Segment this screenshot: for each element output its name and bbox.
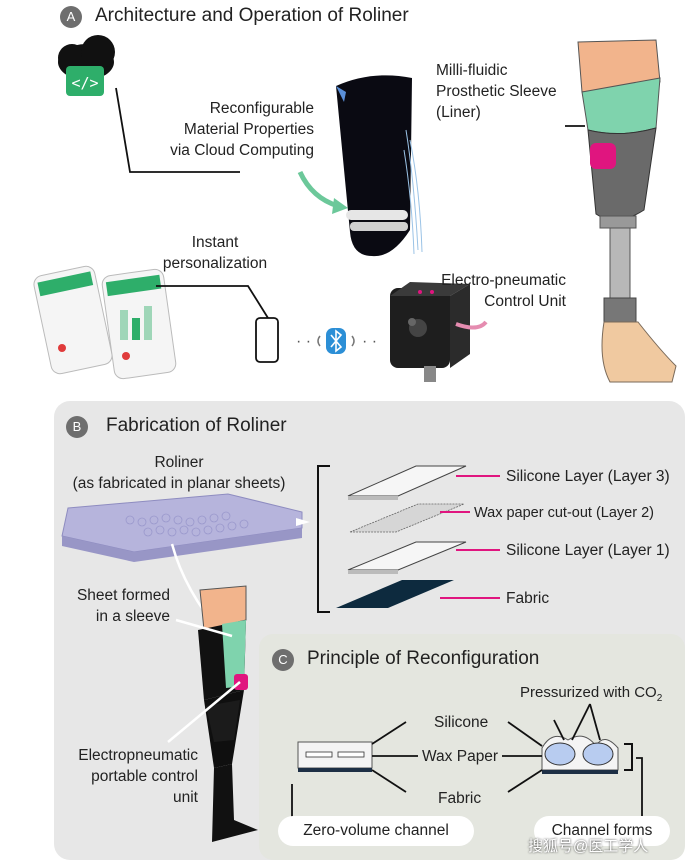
channel-formed xyxy=(541,735,619,774)
fabric-label: Fabric xyxy=(438,790,482,807)
pressurized-subscript: 2 xyxy=(656,693,663,704)
zero-volume-pill: Zero-volume channel xyxy=(278,816,474,846)
panel-a-title: Architecture and Operation of Roliner xyxy=(95,5,409,26)
panel-b-badge: B xyxy=(66,416,88,438)
layer-1-label: Silicone Layer (Layer 1) xyxy=(506,542,670,559)
cloud-code-icon: </> xyxy=(58,35,115,96)
planar-sheet xyxy=(61,493,303,562)
svg-text:</>: </> xyxy=(71,74,98,92)
zero-volume-channel xyxy=(297,741,373,772)
pressurized-label: Pressurized with CO2 xyxy=(520,682,662,709)
control-unit-label: Electro-pneumatic Control Unit xyxy=(441,272,566,310)
smartphone-icon xyxy=(255,317,279,363)
watermark: 搜狐号@医工学人 xyxy=(528,838,649,855)
prosthetic-leg xyxy=(577,39,677,383)
silicone-label: Silicone xyxy=(434,714,489,731)
fabric-layer-label: Fabric xyxy=(506,590,550,607)
pressurized-text: Pressurized with CO xyxy=(520,684,657,701)
portable-unit-label: Electropneumatic portable control unit xyxy=(78,747,198,806)
svg-text:· ·: · · xyxy=(296,333,311,350)
layer-leaders xyxy=(440,475,500,599)
layer-stack xyxy=(336,465,467,608)
svg-text:· ·: · · xyxy=(362,333,377,350)
liner-sleeve xyxy=(336,75,423,257)
panel-b-title: Fabrication of Roliner xyxy=(106,415,287,436)
panel-a-badge: A xyxy=(60,6,82,28)
sheet-label: Roliner (as fabricated in planar sheets) xyxy=(72,454,286,492)
cloud-label: Reconfigurable Material Properties via C… xyxy=(170,100,314,159)
sleeve-label: Sheet formed in a sleeve xyxy=(76,587,170,625)
wax-paper-label: Wax Paper xyxy=(422,748,499,765)
panel-c-title: Principle of Reconfiguration xyxy=(307,648,540,669)
channel-forms-pill: Channel forms xyxy=(534,816,670,846)
liner-label: Milli-fluidic Prosthetic Sleeve (Liner) xyxy=(436,62,557,121)
layer-3-label: Silicone Layer (Layer 3) xyxy=(506,468,670,485)
panel-c-badge: C xyxy=(272,649,294,671)
app-phones xyxy=(33,265,177,380)
layer-2-label: Wax paper cut-out (Layer 2) xyxy=(474,505,654,521)
control-unit xyxy=(390,282,488,382)
sleeve-leg xyxy=(198,585,258,842)
bluetooth-icon xyxy=(317,328,355,354)
personalization-label: Instant personalization xyxy=(162,234,268,272)
